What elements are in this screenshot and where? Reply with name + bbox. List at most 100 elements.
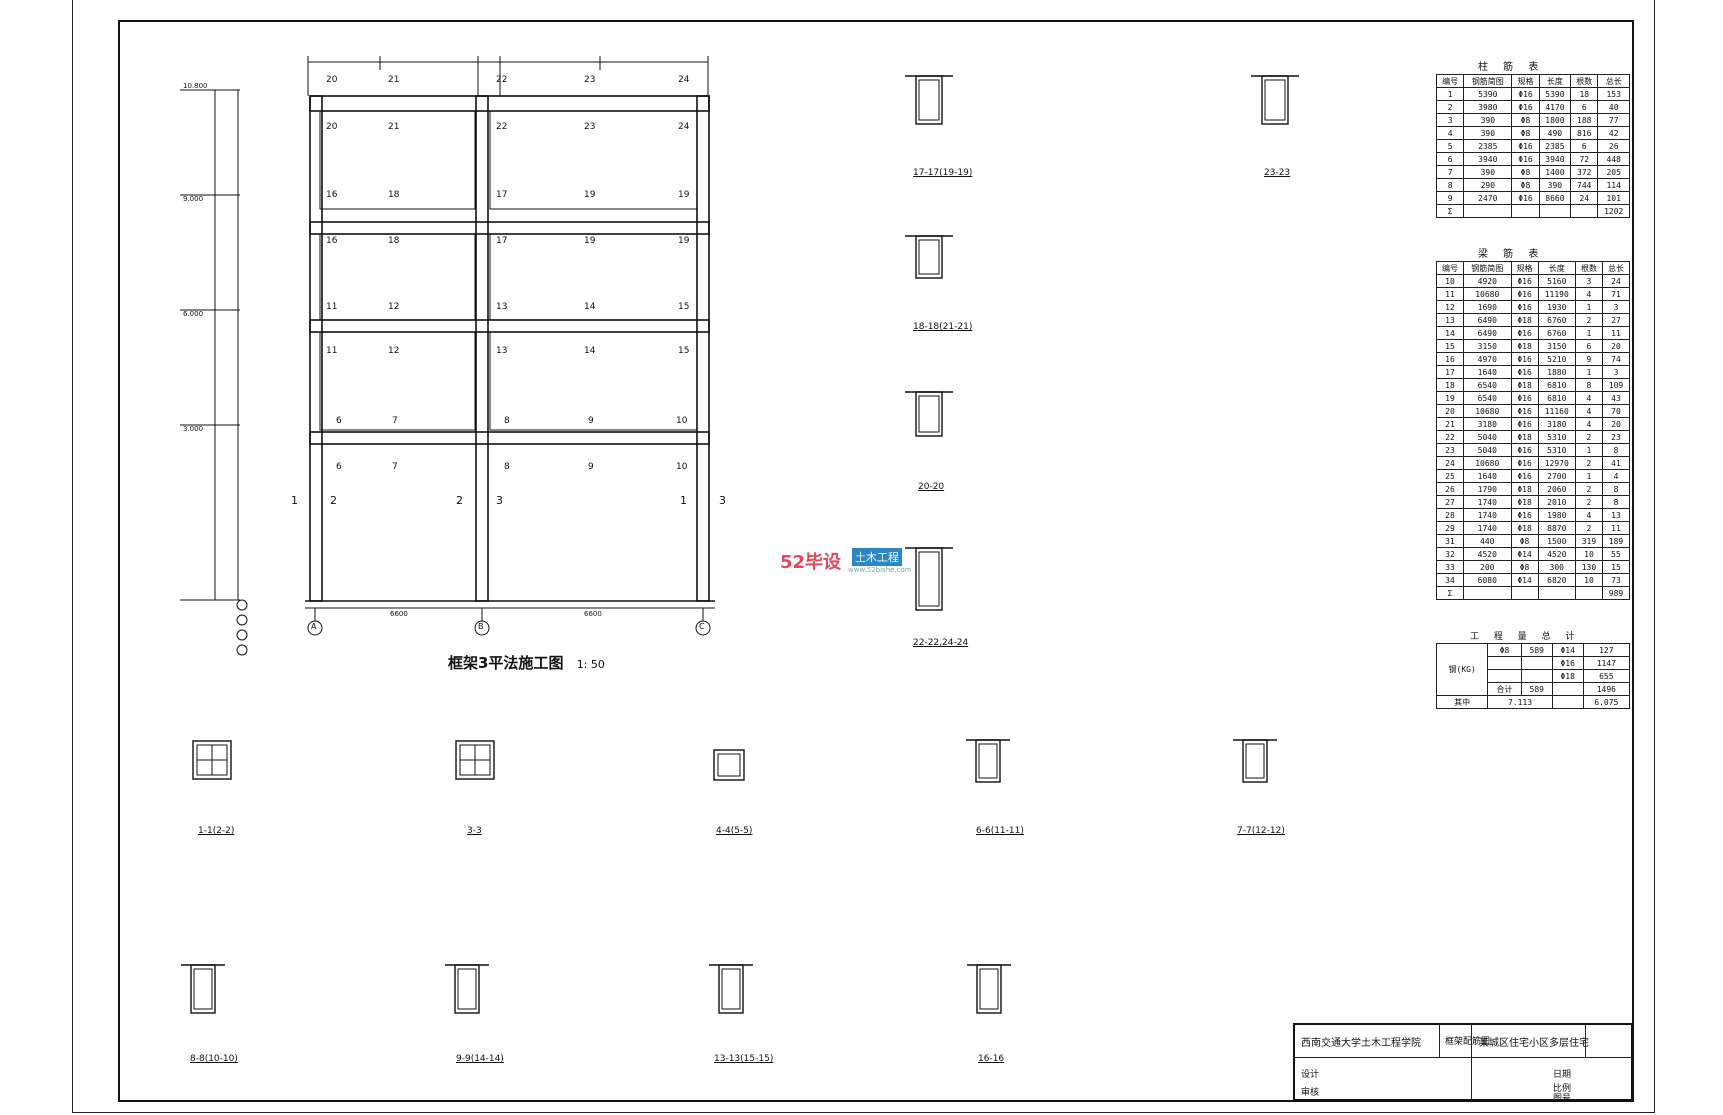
- table2-cell: Φ18: [1510, 378, 1539, 392]
- summary-footer: 其中: [1435, 695, 1489, 709]
- axis-label-b: B: [478, 622, 484, 631]
- bay-label: 7: [392, 416, 398, 426]
- summary-table: 钢(KG) Φ8 589 Φ14 127 Φ16 1147 Φ18 655 合计…: [1435, 643, 1631, 709]
- section-caption-22: 22-22,24-24: [913, 638, 969, 648]
- table2-cell: 70: [1601, 404, 1631, 418]
- table1-cell: [1570, 204, 1599, 218]
- table2-cell: 6540: [1463, 378, 1512, 392]
- table2-cell: 10680: [1463, 404, 1512, 418]
- bay-label: 20: [326, 122, 338, 132]
- table2-cell: 10680: [1463, 287, 1512, 301]
- table2-cell: 1740: [1463, 495, 1512, 509]
- table2-cell: 6810: [1537, 378, 1576, 392]
- table1-cell: 1202: [1597, 204, 1630, 218]
- main-title-text: 框架3平法施工图: [448, 654, 564, 672]
- bay-label: 21: [388, 122, 400, 132]
- table2-cell: 11190: [1537, 287, 1576, 301]
- table2-cell: 6760: [1537, 313, 1576, 327]
- table2-cell: 109: [1601, 378, 1631, 392]
- table2-cell: 23: [1601, 430, 1631, 444]
- table2-cell: 4520: [1537, 547, 1576, 561]
- summary-row-label: 钢(KG): [1435, 643, 1489, 696]
- section-caption-8: 8-8(10-10): [190, 1054, 238, 1064]
- table2-cell: 130: [1574, 560, 1603, 574]
- table2-cell: Φ18: [1510, 430, 1539, 444]
- bay-label: 1: [291, 494, 298, 507]
- table1-cell: Φ8: [1511, 178, 1540, 192]
- table1-cell: 24: [1570, 191, 1599, 205]
- bay-label: 13: [496, 302, 508, 312]
- table2-cell: 6490: [1463, 313, 1512, 327]
- table2-cell: 16: [1436, 352, 1464, 366]
- bay-label: 19: [678, 190, 690, 200]
- table2-cell: Φ18: [1510, 521, 1539, 535]
- table2-cell: 55: [1601, 547, 1631, 561]
- table1-cell: 2385: [1463, 139, 1513, 153]
- span-label-bc: 6600: [584, 610, 602, 618]
- bay-label: 1: [680, 494, 687, 507]
- table2-cell: 6540: [1463, 391, 1512, 405]
- bay-label: 2: [456, 494, 463, 507]
- bay-label: 21: [388, 75, 400, 85]
- table2-cell: 20: [1436, 404, 1464, 418]
- table2-cell: 1690: [1463, 300, 1512, 314]
- table2-cell: 11: [1601, 326, 1631, 340]
- table1-cell: Φ16: [1511, 100, 1540, 114]
- table2-cell: 5210: [1537, 352, 1576, 366]
- table1-cell: 18: [1570, 87, 1599, 101]
- table1-cell: [1538, 204, 1572, 218]
- table2-cell: Φ16: [1510, 391, 1539, 405]
- tb-sheet-name: 框架配筋图: [1445, 1037, 1491, 1047]
- table2-cell: 3: [1574, 274, 1603, 288]
- table2-cell: 200: [1463, 560, 1512, 574]
- table2-cell: 2: [1574, 313, 1603, 327]
- table1-cell: 744: [1570, 178, 1599, 192]
- table1-cell: 42: [1597, 126, 1630, 140]
- bay-label: 8: [504, 462, 510, 472]
- section-caption-7: 7-7(12-12): [1237, 826, 1285, 836]
- table1-cell: 6: [1570, 100, 1599, 114]
- table2-cell: 5040: [1463, 443, 1512, 457]
- table2-cell: 24: [1601, 274, 1631, 288]
- table2-cell: Φ18: [1510, 313, 1539, 327]
- table1-cell: 1400: [1538, 165, 1572, 179]
- table2-cell: 10: [1436, 274, 1464, 288]
- table2-cell: 2060: [1537, 482, 1576, 496]
- summary-cell: 合计: [1487, 682, 1522, 696]
- table2-cell: 18: [1436, 378, 1464, 392]
- bay-label: 7: [392, 462, 398, 472]
- level-label-2: 9.000: [183, 195, 204, 203]
- table1-header: 根数: [1570, 74, 1599, 88]
- bay-label: 17: [496, 190, 508, 200]
- table1-header: 编号: [1435, 74, 1465, 88]
- table1-cell: 6: [1435, 152, 1465, 166]
- summary-caption: 工 程 量 总 计: [1470, 632, 1581, 642]
- bay-label: 17: [496, 236, 508, 246]
- summary-cell: 589: [1520, 643, 1553, 657]
- table2-cell: 2: [1574, 430, 1603, 444]
- table2-cell: 34: [1436, 573, 1464, 587]
- axis-label-c: C: [699, 622, 705, 631]
- table2-cell: 1640: [1463, 469, 1512, 483]
- table2-cell: Φ16: [1510, 352, 1539, 366]
- table2-cell: 5310: [1537, 430, 1576, 444]
- table2-cell: 32: [1436, 547, 1464, 561]
- table2-cell: Φ14: [1510, 547, 1539, 561]
- table1-cell: 101: [1597, 191, 1630, 205]
- main-scale: 1: 50: [576, 658, 605, 671]
- table2-cell: 3180: [1537, 417, 1576, 431]
- table2-cell: 10: [1574, 573, 1603, 587]
- watermark-brand: 52毕设: [780, 552, 842, 573]
